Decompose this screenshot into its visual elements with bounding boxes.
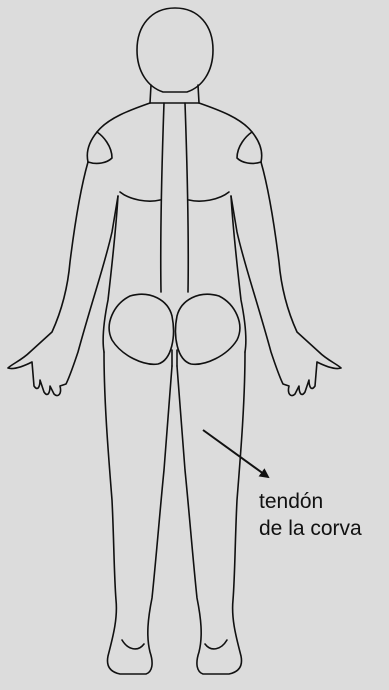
- right-arm-outline: [231, 162, 341, 396]
- neck-outline: [150, 85, 199, 103]
- annotation-label-line1: tendón: [259, 491, 323, 512]
- spine-outline: [161, 103, 189, 292]
- left-foot-detail: [122, 640, 144, 649]
- left-buttock-outline: [109, 294, 173, 364]
- annotation-label-line2: de la corva: [259, 518, 362, 539]
- left-deltoid-outline: [88, 132, 112, 163]
- right-leg-outline: [177, 352, 245, 674]
- hamstring-pointer-arrow: [203, 430, 268, 477]
- right-deltoid-outline: [237, 132, 261, 163]
- right-buttock-outline: [176, 294, 240, 364]
- shoulders-outline: [87, 103, 261, 162]
- right-scapula-outline: [189, 192, 229, 201]
- torso-outline: [103, 196, 246, 352]
- left-arm-outline: [8, 162, 118, 396]
- gluteal-cleft: [172, 350, 177, 366]
- left-scapula-outline: [120, 192, 160, 201]
- right-foot-detail: [205, 640, 227, 649]
- head-outline: [137, 8, 213, 92]
- left-leg-outline: [104, 352, 172, 674]
